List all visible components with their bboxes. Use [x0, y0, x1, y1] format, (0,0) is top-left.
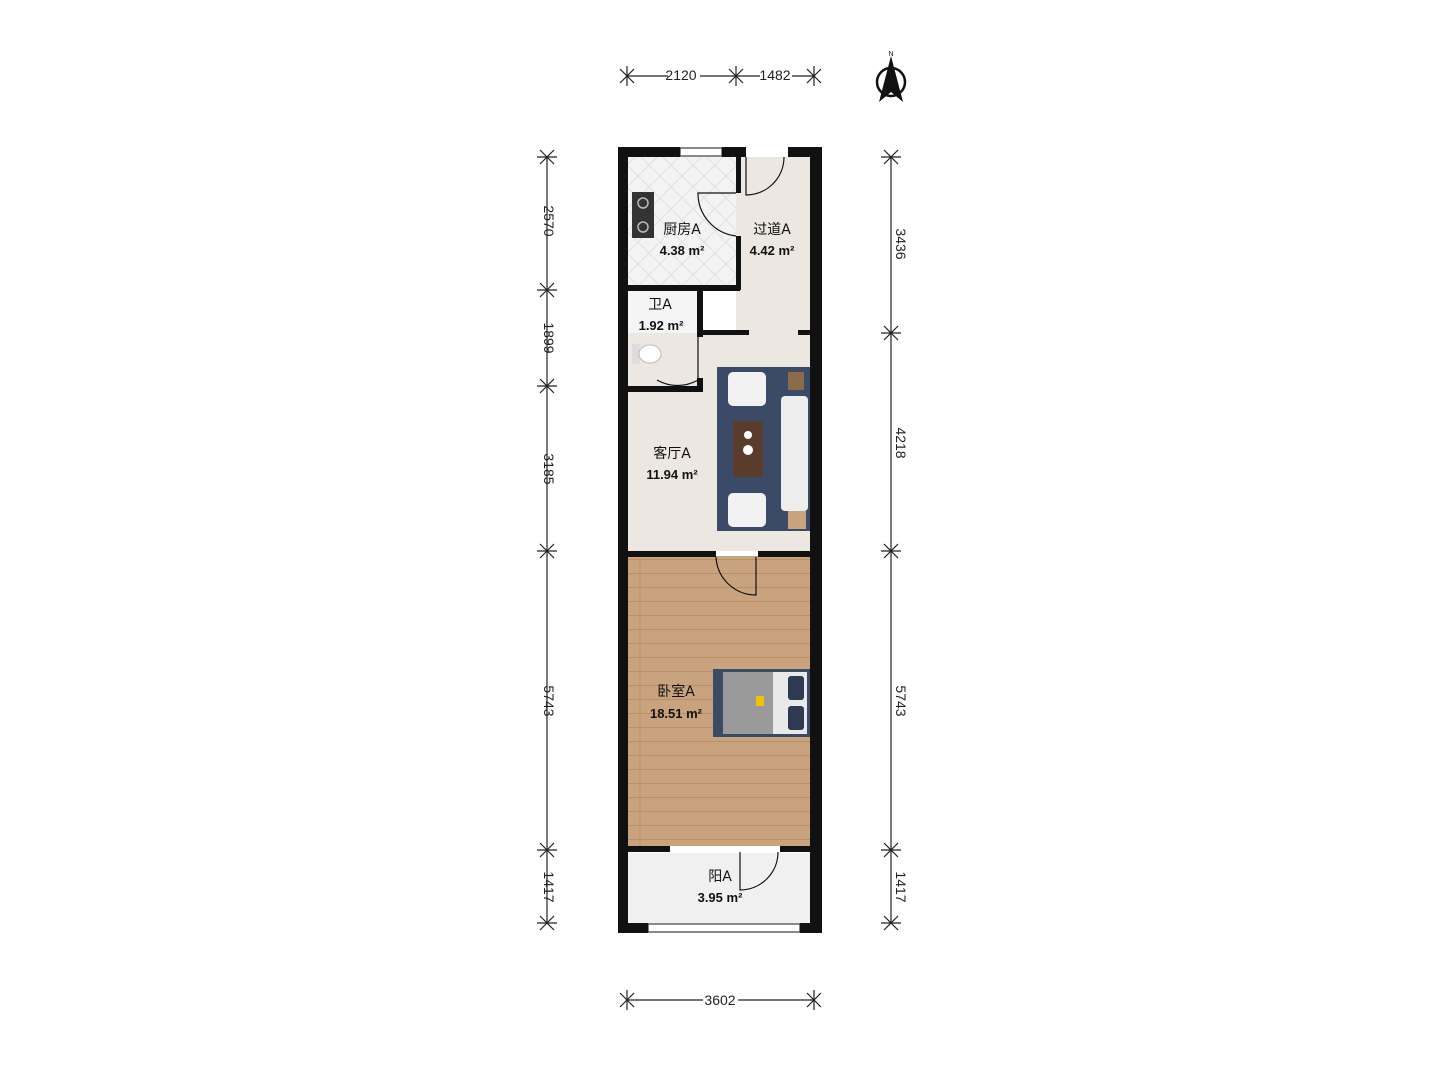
dim-right-2: 4218: [893, 427, 909, 458]
walls: [618, 147, 822, 933]
room-living: 客厅A 11.94 m²: [646, 445, 698, 482]
dimension-left: 2570 1899 3185 5743 1417: [541, 205, 557, 902]
dim-left-3: 3185: [541, 453, 557, 484]
dim-right-4: 1417: [893, 871, 909, 902]
dim-tick-right: [883, 325, 899, 341]
dim-bottom-1: 3602: [704, 992, 735, 1008]
dim-left-4: 5743: [541, 685, 557, 716]
dim-tick-left: [539, 282, 555, 298]
stove: [632, 192, 654, 238]
room-bathroom: 卫A 1.92 m²: [639, 297, 684, 333]
north-arrow-icon: N: [875, 51, 907, 102]
dim-top-2: 1482: [759, 67, 790, 83]
windows: [647, 147, 801, 933]
dim-tick-left: [539, 915, 555, 931]
dim-tick-right: [883, 915, 899, 931]
dim-tick-top: [806, 68, 822, 84]
doors: [656, 156, 785, 891]
dimension-bottom: 3602: [704, 992, 735, 1008]
room-hallway-name: 过道A: [753, 222, 791, 238]
room-hallway-area: 4.42 m²: [750, 243, 795, 258]
hallway-floor: [736, 157, 810, 333]
room-kitchen-name: 厨房A: [663, 222, 701, 238]
room-balcony-name: 阳A: [708, 869, 732, 885]
room-hallway: 过道A 4.42 m²: [750, 222, 795, 258]
room-kitchen: 厨房A 4.38 m²: [660, 222, 705, 258]
dim-left-5: 1417: [541, 871, 557, 902]
dimension-lines: [537, 66, 901, 1010]
bed: [713, 669, 810, 737]
dim-tick-top: [619, 68, 635, 84]
dim-tick-bottom: [619, 992, 635, 1008]
room-living-name: 客厅A: [653, 445, 691, 462]
dim-right-3: 5743: [893, 685, 909, 716]
room-bathroom-name: 卫A: [648, 297, 672, 313]
room-bathroom-area: 1.92 m²: [639, 318, 684, 333]
room-bedroom-area: 18.51 m²: [650, 706, 703, 721]
room-bedroom: 卧室A 18.51 m²: [650, 683, 703, 721]
dim-tick-right: [883, 842, 899, 858]
dimension-right: 3436 4218 5743 1417: [893, 228, 909, 902]
dim-tick-left: [539, 149, 555, 165]
room-bedroom-name: 卧室A: [657, 683, 695, 700]
dimension-top: 2120 1482: [665, 67, 790, 83]
toilet: [632, 344, 662, 364]
dim-right-1: 3436: [893, 228, 909, 259]
dim-tick-bottom: [806, 992, 822, 1008]
dim-tick-top: [728, 68, 744, 84]
dim-left-2: 1899: [541, 322, 557, 353]
dim-tick-right: [883, 543, 899, 559]
living-room-furniture: [717, 367, 810, 531]
dim-tick-left: [539, 378, 555, 394]
dim-tick-right: [883, 149, 899, 165]
dim-top-1: 2120: [665, 67, 696, 83]
room-balcony-area: 3.95 m²: [698, 890, 743, 905]
dim-tick-left: [539, 543, 555, 559]
dim-tick-left: [539, 842, 555, 858]
room-balcony: 阳A 3.95 m²: [698, 869, 743, 905]
dim-left-1: 2570: [541, 205, 557, 236]
balcony-floor: [628, 853, 810, 923]
room-kitchen-area: 4.38 m²: [660, 243, 705, 258]
north-label: N: [888, 51, 893, 58]
room-living-area: 11.94 m²: [646, 467, 698, 482]
